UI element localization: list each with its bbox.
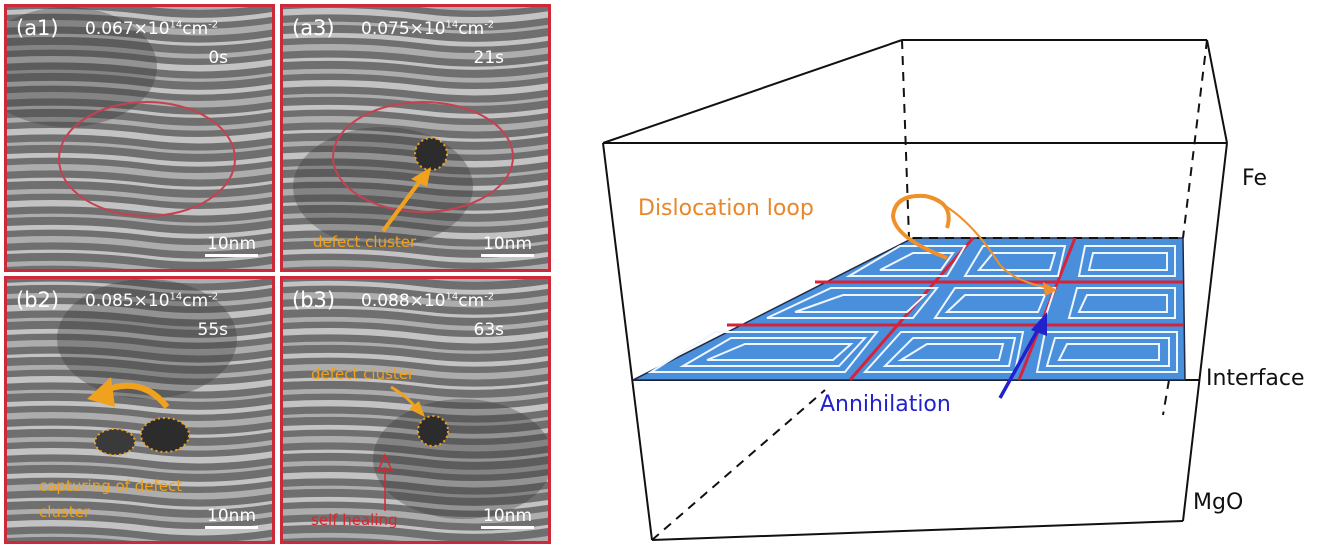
hidden-edges [651,39,1208,541]
time-value: 0s [208,48,228,68]
tem-panel-a1: (a1) 0.067×1014cm-2 0s 10nm [4,4,275,272]
defect-cluster-label: defect cluster [313,233,417,251]
defect-region-ellipse [58,101,236,217]
defect-overlay [87,377,190,456]
dose-value: 0.085×1014cm-2 [85,291,219,311]
scale-bar: 10nm [481,235,534,257]
lattice-fringes [283,7,548,269]
interface-plane [632,237,1186,381]
tem-panel-b2: (b2) 0.085×1014cm-2 55s capturing of def… [4,276,275,544]
panel-label: (b2) [16,288,60,312]
dislocation-loop-label: Dislocation loop [638,196,814,221]
panel-label: (a3) [292,16,335,40]
interface-layer-label: Interface [1206,366,1305,391]
dislocation-loop-arrow [890,193,1057,296]
defect-cluster-label: defect cluster [311,365,415,383]
annihilation-arrow [998,312,1047,399]
fe-layer-label: Fe [1242,166,1267,191]
lattice-fringes [7,7,272,269]
interface-schematic [602,39,1228,541]
time-value: 55s [197,320,229,340]
panel-label: (b3) [292,288,336,312]
scale-bar: 10nm [205,235,258,257]
mgo-layer-label: MgO [1193,490,1244,515]
lattice-fringes [7,279,272,541]
dose-value: 0.075×1014cm-2 [361,19,495,39]
capturing-label-line1: capturing of defect [39,477,183,495]
defect-overlay [332,101,514,233]
annihilation-label: Annihilation [820,392,951,417]
panel-label: (a1) [16,16,59,40]
tem-panel-a3: (a3) 0.075×1014cm-2 21s defect cluster 1… [280,4,551,272]
time-value: 21s [473,48,505,68]
dose-value: 0.067×1014cm-2 [85,19,219,39]
capturing-label-line2: cluster [39,503,91,521]
dose-value: 0.088×1014cm-2 [361,291,495,311]
tem-panel-b3: (b3) 0.088×1014cm-2 63s defect cluster s… [280,276,551,544]
self-healing-label: self healing [311,511,398,529]
time-value: 63s [473,320,505,340]
defect-overlay [376,385,449,511]
scale-bar: 10nm [481,507,534,529]
scale-bar: 10nm [205,507,258,529]
